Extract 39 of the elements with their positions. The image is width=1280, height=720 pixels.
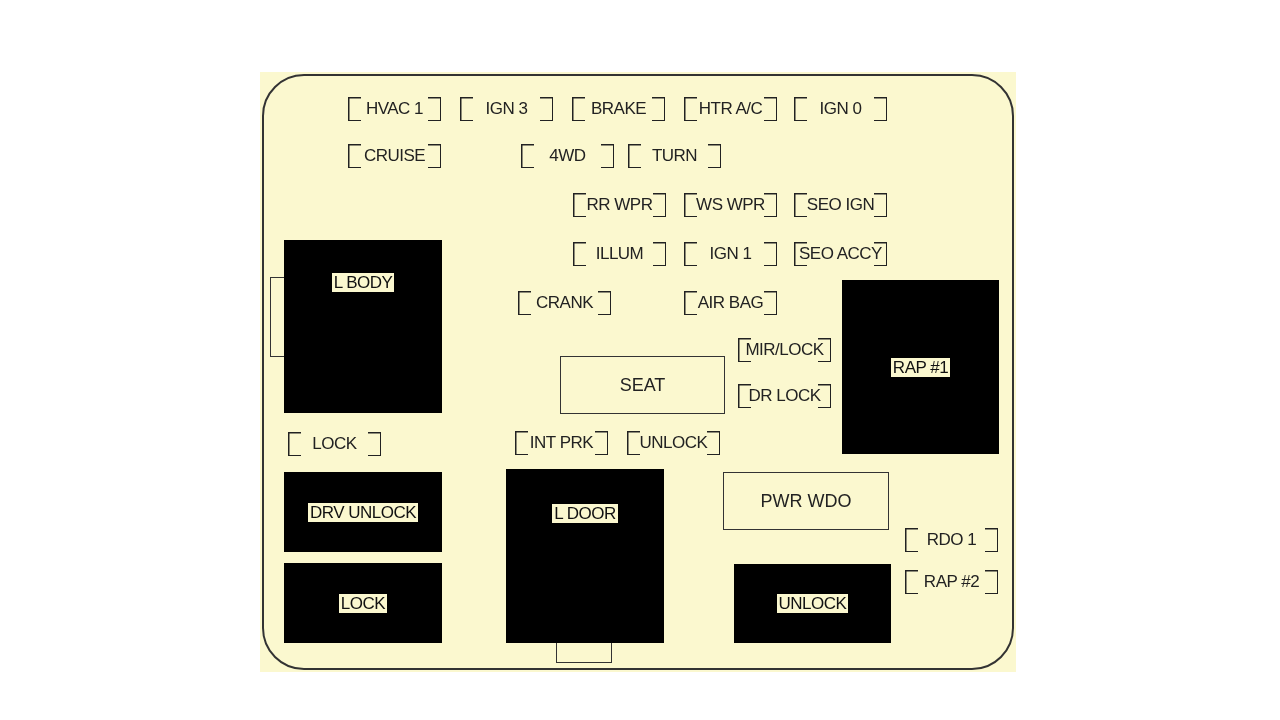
fuse-label: AIR BAG xyxy=(697,293,764,313)
relay-label: UNLOCK xyxy=(776,594,849,613)
fuse-label: DR LOCK xyxy=(748,386,821,406)
relay-label: L BODY xyxy=(331,273,395,292)
fuse-label: HTR A/C xyxy=(698,99,763,119)
fuse-label: TURN xyxy=(651,146,698,166)
fuse-label: RAP #2 xyxy=(923,572,980,592)
relay-block xyxy=(284,472,442,552)
fuse-label: SEO ACCY xyxy=(799,244,882,264)
fuse-label: UNLOCK xyxy=(639,433,708,453)
breaker-label: SEAT xyxy=(619,374,666,396)
fuse-label: ILLUM xyxy=(595,244,644,264)
fuse-label: LOCK xyxy=(312,434,357,454)
fuse-label: 4WD xyxy=(549,146,586,166)
fuse-label: RR WPR xyxy=(586,195,653,215)
fuse-label: CRANK xyxy=(536,293,593,313)
breaker-box xyxy=(560,356,725,414)
fuse-label: SEO IGN xyxy=(806,195,875,215)
relay-label: DRV UNLOCK xyxy=(307,502,419,522)
fuse-label: BRAKE xyxy=(590,99,647,119)
relay-block xyxy=(284,240,442,413)
fuse-label: CRUISE xyxy=(363,146,426,166)
fuse-label: INT PRK xyxy=(529,433,594,453)
breaker-box xyxy=(723,472,889,530)
relay-block xyxy=(842,280,999,454)
relay-label: LOCK xyxy=(338,593,388,613)
fuse-label: IGN 1 xyxy=(709,244,752,264)
relay-label: L DOOR xyxy=(552,504,618,523)
relay-label: RAP #1 xyxy=(890,357,951,377)
relay-block xyxy=(734,564,891,643)
breaker-label: PWR WDO xyxy=(760,490,852,512)
fuse-label: HVAC 1 xyxy=(365,99,424,119)
relay-block xyxy=(284,563,442,643)
fuse-label: WS WPR xyxy=(696,195,765,215)
fuse-label: IGN 3 xyxy=(485,99,528,119)
fuse-label: MIR/LOCK xyxy=(745,340,824,360)
relay-block xyxy=(506,469,664,643)
fuse-label: IGN 0 xyxy=(819,99,862,119)
fuse-label: RDO 1 xyxy=(926,530,977,550)
